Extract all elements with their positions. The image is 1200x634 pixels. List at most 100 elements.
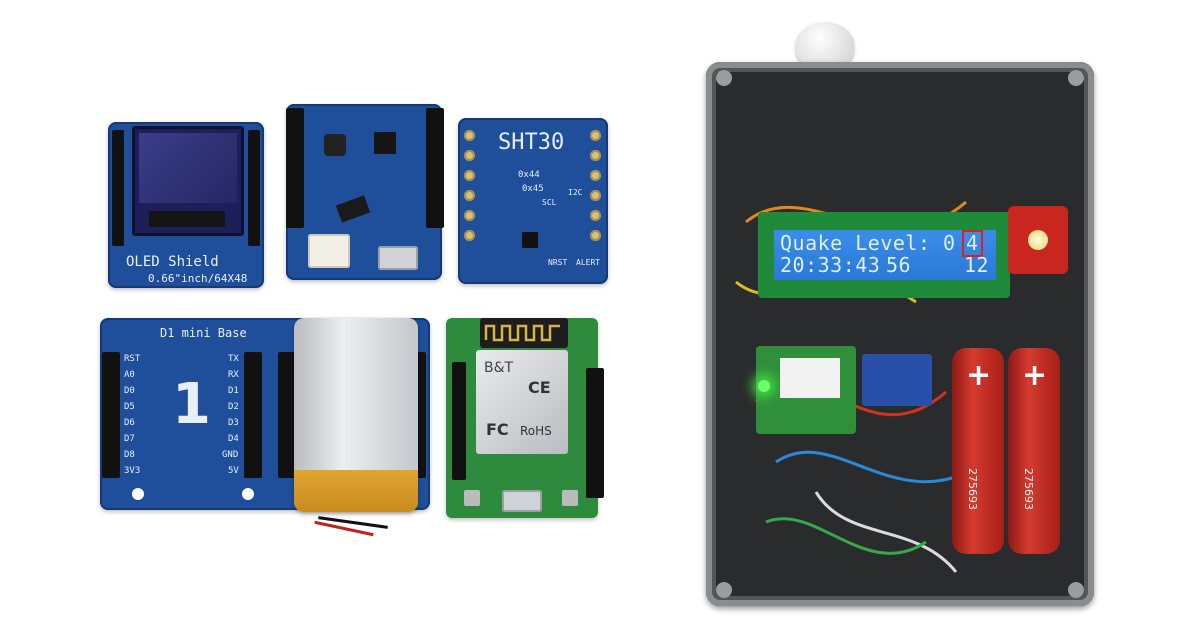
pin-label-left: RST xyxy=(124,354,141,364)
oled-title: OLED Shield xyxy=(126,254,219,270)
pin-label-right: RX xyxy=(228,370,239,380)
ce-mark: CE xyxy=(528,378,551,397)
antenna-area xyxy=(480,318,568,348)
status-led xyxy=(758,380,770,392)
lcd-line-1: Quake Level: 0 xyxy=(780,231,956,255)
ic-chip xyxy=(374,132,396,154)
pad xyxy=(590,130,601,141)
module-collection: OLED Shield 0.66"inch/64X48 SHT30 0x44 0… xyxy=(100,104,608,537)
module-chip xyxy=(780,358,840,398)
pad xyxy=(590,210,601,221)
battery-code: 275693 xyxy=(1022,468,1035,510)
lcd-right-value: 12 xyxy=(964,253,990,277)
screw xyxy=(1068,582,1084,598)
controller-board xyxy=(756,346,856,434)
sht30-i2c: I2C xyxy=(568,188,583,197)
pin-label-left: D8 xyxy=(124,450,135,460)
pin-label-right: D2 xyxy=(228,402,239,412)
wifi-module-board: B&T CE FC RoHS xyxy=(446,318,604,518)
wifi-shield-can: B&T CE FC RoHS xyxy=(476,350,568,454)
pin-header-right xyxy=(248,130,260,246)
pin-label-left: D0 xyxy=(124,386,135,396)
mounting-hole xyxy=(132,488,144,500)
pad xyxy=(590,150,601,161)
pin-label-right: 5V xyxy=(228,466,239,476)
pad xyxy=(590,230,601,241)
battery-shield-board xyxy=(286,104,444,280)
pin-header-right xyxy=(244,352,262,478)
pin-label-left: 3V3 xyxy=(124,466,141,476)
sht30-title: SHT30 xyxy=(498,130,565,155)
pin-header-left xyxy=(452,362,466,480)
sht30-addr2: 0x45 xyxy=(522,184,544,194)
oled-subtitle: 0.66"inch/64X48 xyxy=(148,272,248,285)
pin-header-left xyxy=(102,352,120,478)
battery-tape xyxy=(294,470,418,512)
sht30-nrst: NRST xyxy=(548,258,568,267)
oled-shield-board: OLED Shield 0.66"inch/64X48 xyxy=(108,122,264,288)
screw xyxy=(716,582,732,598)
sht30-addr1: 0x44 xyxy=(518,170,540,180)
pad xyxy=(464,150,475,161)
battery-cell-2: + 275693 xyxy=(1008,348,1060,554)
lcd-level-highlight: 4 xyxy=(962,230,983,257)
usb-port xyxy=(378,246,418,270)
adc-board xyxy=(862,354,932,406)
lcd-screen: Quake Level: 0 4 20:33:43 56 12 xyxy=(774,230,996,280)
sensor-chip xyxy=(522,232,538,248)
pin-header-left-2 xyxy=(278,352,296,478)
wifi-logo: B&T xyxy=(484,360,514,376)
pin-label-right: GND xyxy=(222,450,239,460)
pin-label-right: D1 xyxy=(228,386,239,396)
sht30-scl: SCL xyxy=(542,198,557,207)
pad xyxy=(464,190,475,201)
pin-label-right: D4 xyxy=(228,434,239,444)
lcd-module: Quake Level: 0 4 20:33:43 56 12 xyxy=(758,212,1010,298)
rohs-mark: RoHS xyxy=(520,424,552,438)
battery-code: 275693 xyxy=(966,468,979,510)
mounting-hole xyxy=(242,488,254,500)
battery-plus-symbol: + xyxy=(1022,358,1048,393)
pin-label-right: D3 xyxy=(228,418,239,428)
antenna-trace-icon xyxy=(484,324,560,342)
pin-label-left: D7 xyxy=(124,434,135,444)
led-light xyxy=(1028,230,1048,250)
lcd-value: 56 xyxy=(886,253,912,277)
sht30-shield-board: SHT30 0x44 0x45 SCL I2C NRST ALERT xyxy=(458,118,608,284)
battery-cell-1: + 275693 xyxy=(952,348,1004,554)
usb-port xyxy=(502,490,542,512)
battery-connector xyxy=(308,234,350,268)
pad xyxy=(464,170,475,181)
pin-label-left: D6 xyxy=(124,418,135,428)
pin-header-right xyxy=(426,108,444,228)
fc-mark: FC xyxy=(486,420,509,439)
led-board xyxy=(1008,206,1068,274)
pad xyxy=(590,170,601,181)
pad xyxy=(464,210,475,221)
pin-header-left xyxy=(286,108,304,228)
seismograph-device: Quake Level: 0 4 20:33:43 56 12 + 275693… xyxy=(706,22,1094,606)
pin-label-left: D5 xyxy=(124,402,135,412)
pad xyxy=(590,190,601,201)
battery-plus-symbol: + xyxy=(966,358,992,393)
button xyxy=(464,490,480,506)
pad xyxy=(464,130,475,141)
lcd-time: 20:33:43 xyxy=(780,253,881,277)
screw xyxy=(1068,70,1084,86)
lipo-battery xyxy=(294,318,418,537)
pin-header-left xyxy=(112,130,124,246)
pin-label-right: TX xyxy=(228,354,239,364)
pin-label-left: A0 xyxy=(124,370,135,380)
screw xyxy=(716,70,732,86)
pin-header-right xyxy=(586,368,604,498)
inductor xyxy=(324,134,346,156)
button xyxy=(562,490,578,506)
slot-number: 1 xyxy=(172,372,211,437)
pad xyxy=(464,230,475,241)
ic-chip xyxy=(335,195,371,223)
base-title: D1 mini Base xyxy=(160,326,247,340)
pir-sensor-dome xyxy=(796,22,854,68)
sht30-alert: ALERT xyxy=(576,258,601,267)
clear-enclosure: Quake Level: 0 4 20:33:43 56 12 + 275693… xyxy=(706,62,1094,606)
oled-display xyxy=(132,126,244,236)
